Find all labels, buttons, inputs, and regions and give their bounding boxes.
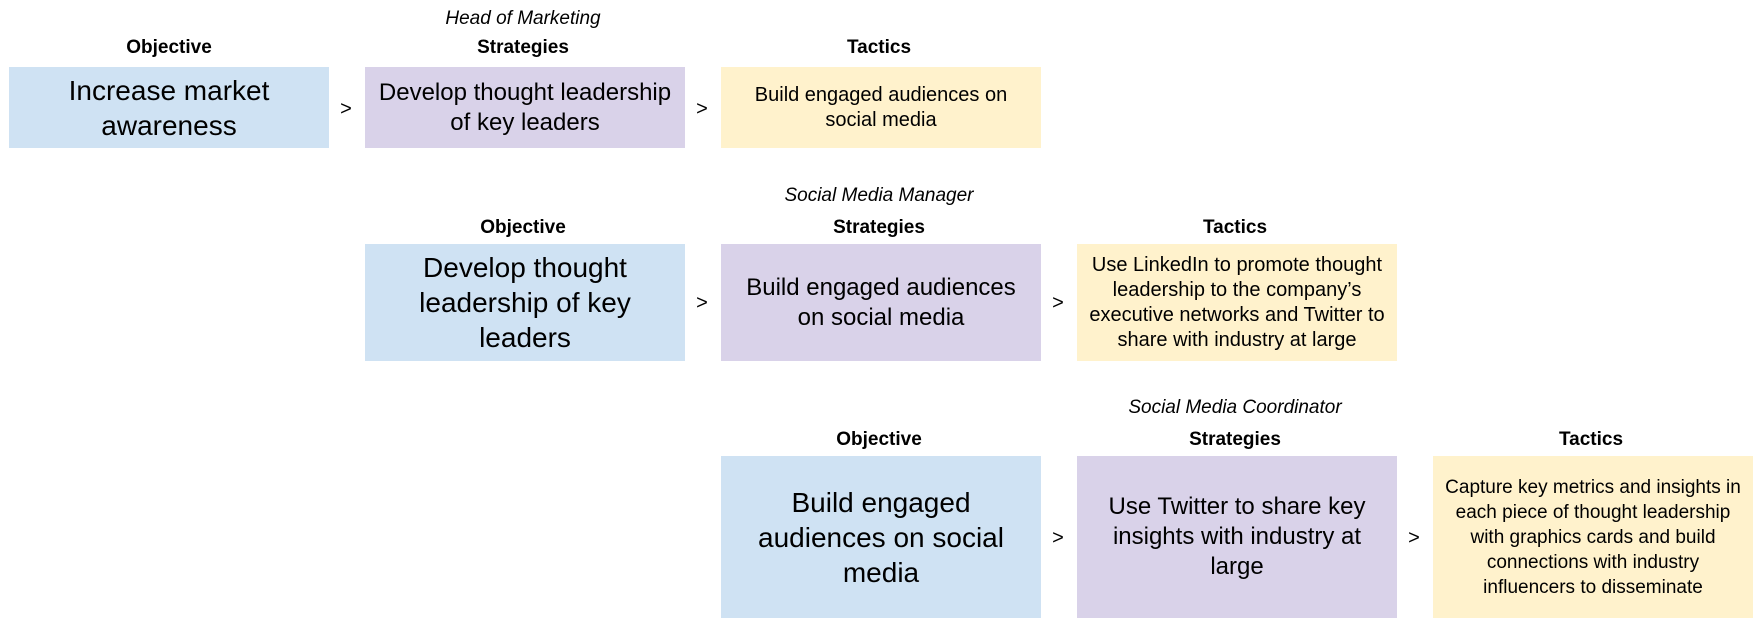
header-objective-3: Objective bbox=[836, 429, 922, 450]
header-strategies-2: Strategies bbox=[833, 217, 925, 238]
tactic-text-2: Use LinkedIn to promote thought leadersh… bbox=[1089, 253, 1385, 351]
role-head-of-marketing: Head of Marketing bbox=[445, 8, 601, 29]
strategy-text-1: Develop thought leadership of key leader… bbox=[378, 78, 672, 136]
objective-box-3: Build engaged audiences on social media bbox=[721, 456, 1041, 618]
arrow-1a: > bbox=[340, 98, 352, 120]
header-tactics-1: Tactics bbox=[846, 37, 912, 58]
objective-text-1: Increase market awareness bbox=[68, 74, 270, 141]
arrow-1b: > bbox=[696, 98, 708, 120]
role-social-media-manager: Social Media Manager bbox=[784, 185, 974, 206]
role-social-media-coordinator: Social Media Coordinator bbox=[1128, 397, 1342, 418]
tactic-box-1: Build engaged audiences on social media bbox=[721, 67, 1041, 148]
tactic-text-1: Build engaged audiences on social media bbox=[754, 83, 1008, 131]
header-objective-2: Objective bbox=[480, 217, 566, 238]
strategy-box-3: Use Twitter to share key insights with i… bbox=[1077, 456, 1397, 618]
arrow-3b: > bbox=[1408, 527, 1420, 549]
tactic-box-2: Use LinkedIn to promote thought leadersh… bbox=[1077, 244, 1397, 361]
tactic-box-3: Capture key metrics and insights in each… bbox=[1433, 456, 1753, 618]
objective-text-2: Develop thought leadership of key leader… bbox=[419, 252, 631, 353]
header-tactics-3: Tactics bbox=[1558, 429, 1624, 450]
header-strategies-3: Strategies bbox=[1189, 429, 1281, 450]
arrow-2b: > bbox=[1052, 292, 1064, 314]
header-tactics-2: Tactics bbox=[1202, 217, 1268, 238]
objective-box-2: Develop thought leadership of key leader… bbox=[365, 244, 685, 361]
strategy-box-2: Build engaged audiences on social media bbox=[721, 244, 1041, 361]
header-strategies-1: Strategies bbox=[477, 37, 569, 58]
tactic-text-3: Capture key metrics and insights in each… bbox=[1445, 476, 1741, 598]
objective-text-3: Build engaged audiences on social media bbox=[758, 486, 1004, 588]
arrow-3a: > bbox=[1052, 527, 1064, 549]
objective-box-1: Increase market awareness bbox=[9, 67, 329, 148]
strategy-text-3: Use Twitter to share key insights with i… bbox=[1108, 493, 1366, 580]
strategy-text-2: Build engaged audiences on social media bbox=[746, 273, 1016, 331]
strategy-box-1: Develop thought leadership of key leader… bbox=[365, 67, 685, 148]
arrow-2a: > bbox=[696, 292, 708, 314]
header-objective-1: Objective bbox=[126, 37, 212, 58]
